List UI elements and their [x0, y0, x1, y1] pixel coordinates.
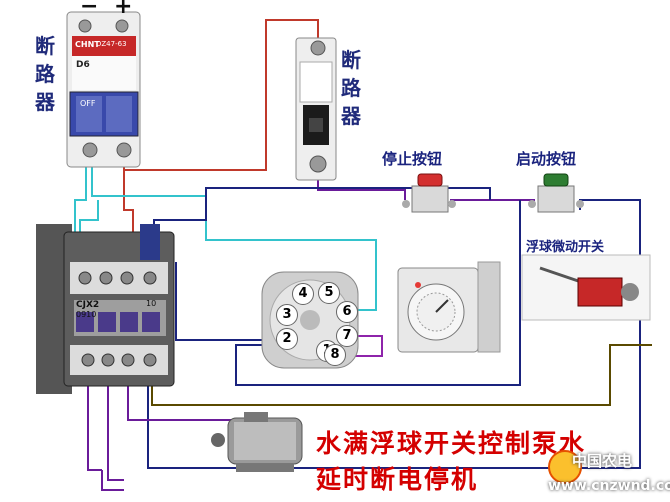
socket-pin-2: 2	[276, 328, 298, 350]
breaker-right-char-1: 断	[341, 48, 361, 72]
wire-socket-jumper	[350, 335, 383, 357]
breaker-right-char-3: 器	[341, 104, 361, 128]
watermark-url: www.cnzwnd.com	[548, 478, 670, 494]
wire-cyan-2	[74, 160, 87, 262]
breaker-right-char-2: 路	[341, 76, 361, 100]
float-microswitch	[521, 254, 651, 321]
breaker-left-char-3: 器	[35, 90, 55, 114]
breaker-brand: CHNT	[75, 40, 100, 49]
watermark-site: 中国农电	[572, 452, 633, 470]
wire-navy-coil	[175, 262, 268, 341]
contactor-model: CJX2	[76, 300, 100, 310]
start-button-label: 启动按钮	[516, 150, 577, 168]
breaker-left-char-1: 断	[35, 34, 55, 58]
socket-pin-3: 3	[276, 304, 298, 326]
left-breaker	[66, 11, 141, 168]
wire-purple-breaker	[317, 175, 406, 200]
breaker-rating: D6	[76, 60, 90, 70]
socket-pin-8: 8	[324, 344, 346, 366]
breaker-model: DZ47-63	[96, 40, 127, 48]
timer-relay	[397, 261, 501, 353]
polarity-plus: +	[114, 0, 133, 19]
wire-motor-1	[87, 380, 102, 471]
breaker-right-label: 断 路 器	[338, 46, 364, 130]
breaker-off-label: OFF	[80, 99, 96, 108]
stop-button-label: 停止按钮	[382, 150, 443, 168]
wire-cyan-1	[91, 160, 377, 311]
polarity-minus: −	[80, 0, 99, 19]
start-button[interactable]	[528, 173, 584, 213]
stop-button[interactable]	[402, 173, 456, 213]
watermark-badge	[548, 450, 582, 484]
breaker-left-char-2: 路	[35, 62, 55, 86]
socket-pin-7: 7	[336, 325, 358, 347]
wire-olive	[151, 344, 652, 406]
contactor-num: 10	[146, 299, 157, 308]
right-breaker	[295, 37, 337, 181]
wire-motor-2	[107, 380, 124, 481]
breaker-left-label: 断 路 器	[32, 32, 58, 116]
socket-pin-6: 6	[336, 301, 358, 323]
diagram-title-line2: 延时断电停机	[316, 465, 479, 494]
socket-pin-4: 4	[292, 283, 314, 305]
socket-pin-5: 5	[318, 282, 340, 304]
float-switch-label: 浮球微动开关	[526, 240, 605, 255]
contactor-code: 0910	[76, 310, 97, 319]
wire-navy-loop	[235, 200, 521, 386]
wire-motor-4	[101, 470, 124, 491]
wire-navy-bottom	[147, 300, 641, 469]
water-pump-motor	[211, 412, 303, 472]
contactor	[36, 224, 175, 394]
diagram-title-line1: 水满浮球开关控制泵水	[316, 429, 587, 458]
